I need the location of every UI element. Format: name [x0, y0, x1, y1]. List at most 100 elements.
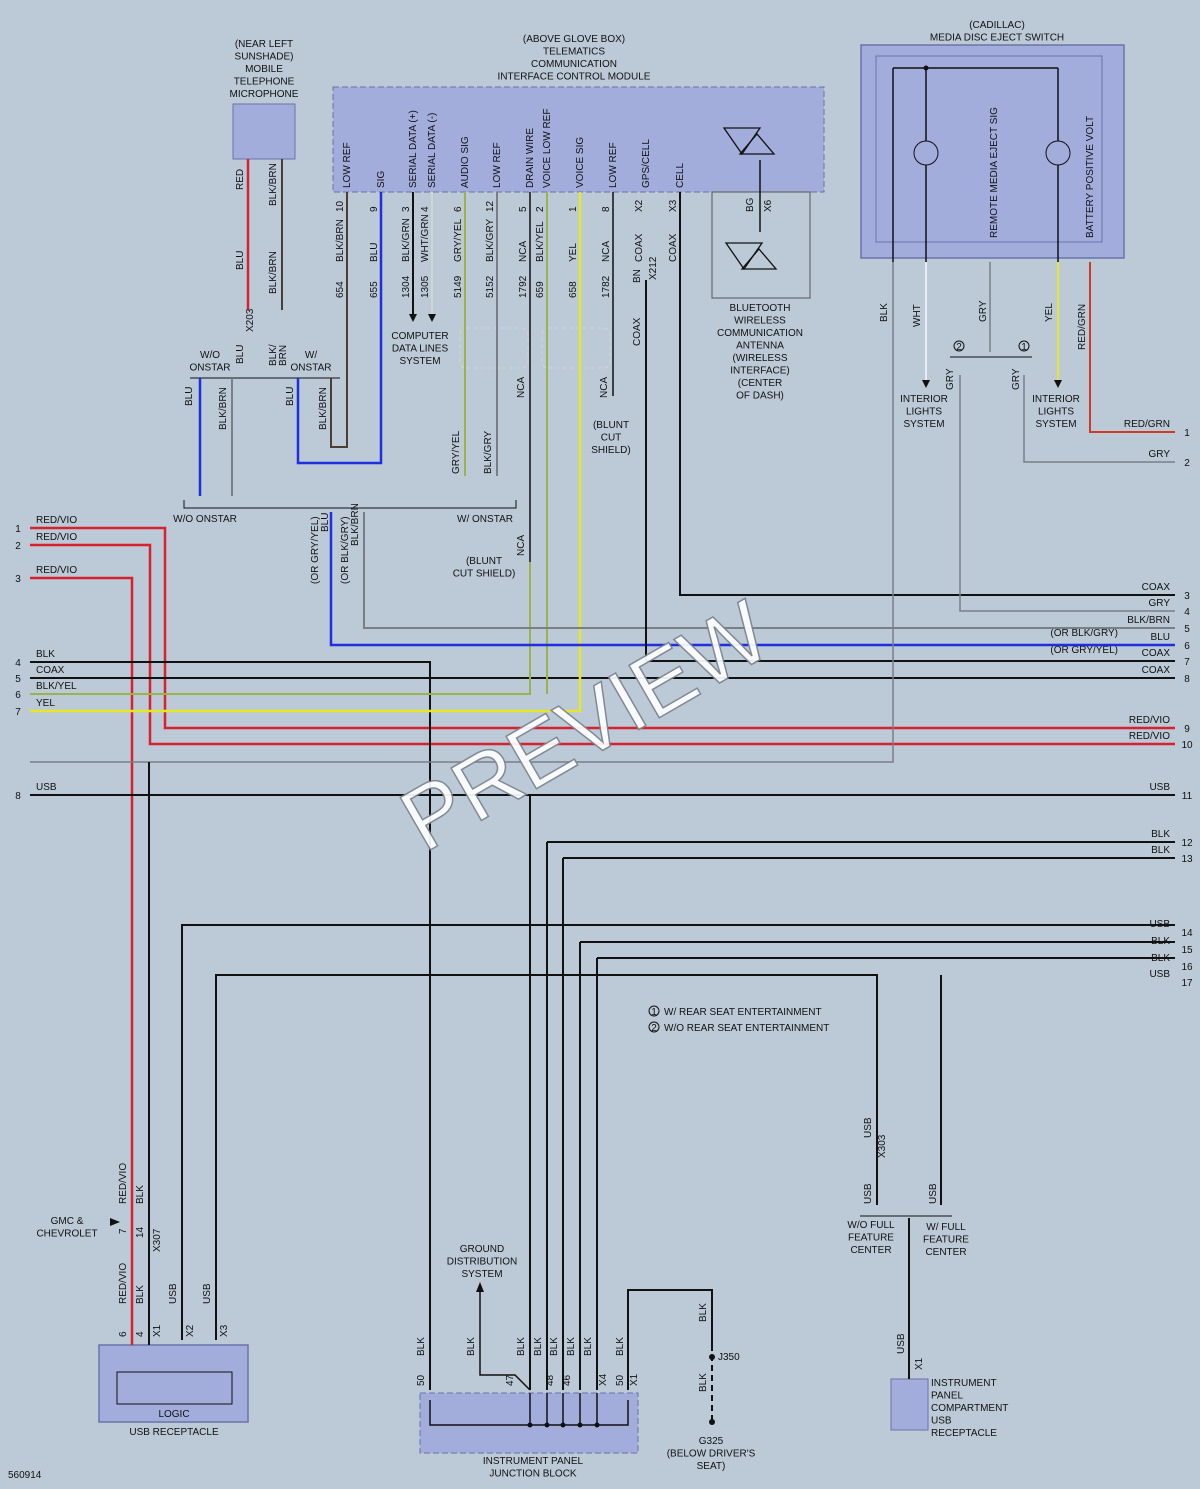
microphone-box [232, 103, 296, 160]
wire-color-label: RED/VIO [118, 1263, 129, 1304]
wire-color-label: RED/VIO [36, 532, 77, 543]
wire-number: 1 [1184, 428, 1190, 439]
wire-color-label: BLK [135, 1285, 146, 1304]
telematics-module [332, 86, 825, 193]
ground-distribution-label: DISTRIBUTION [447, 1257, 518, 1268]
wire-color-label: USB [1149, 969, 1170, 980]
wire-color-label: BLK [879, 303, 890, 322]
wire-color-label: COAX [1142, 582, 1171, 593]
circuit-number: 5149 [453, 275, 464, 298]
wire-color-label: BLU [235, 345, 246, 364]
splice-dot [923, 65, 929, 71]
wire-color-label: YEL [1044, 303, 1055, 322]
wire-number: 17 [1181, 978, 1193, 989]
ip-usb-box [890, 1378, 929, 1431]
wire-color-label: BLK [416, 1337, 427, 1356]
wire-color-label: BLK [135, 1185, 146, 1204]
bluetooth-label: WIRELESS [734, 316, 786, 327]
wire-color-label: BLK/BRN [268, 251, 279, 294]
wire-color-label: USB [928, 1183, 939, 1204]
pin-number: 46 [562, 1374, 573, 1386]
blunt-shield-label: (BLUNT [593, 420, 629, 431]
note-marker [648, 1021, 660, 1033]
wire-number: 8 [15, 791, 21, 802]
ip-usb-label: COMPARTMENT [931, 1403, 1008, 1414]
arrow-icon [428, 314, 436, 322]
wo-onstar-label: ONSTAR [190, 363, 231, 374]
module-pin-label: VOICE LOW REF [542, 109, 553, 188]
ground-icon [709, 1419, 715, 1425]
wire-color-label: WHT [912, 304, 923, 327]
pin-number: 4 [420, 206, 431, 212]
wire-color-label: BLK/BRN [318, 387, 329, 430]
ip-usb-label: INSTRUMENT [931, 1378, 997, 1389]
pin-number: 14 [135, 1226, 146, 1238]
wire-color-label: RED/GRN [1124, 419, 1170, 430]
wire-color-label: USB [863, 1117, 874, 1138]
wire-color-label: BLK [698, 1373, 709, 1392]
w-full-label: FEATURE [923, 1235, 969, 1246]
pin-number: 7 [118, 1228, 129, 1234]
wire-color-label: BLK [533, 1337, 544, 1356]
connector-label: X6 [763, 199, 774, 212]
connector-label: X212 [648, 256, 659, 280]
pin-number: 8 [601, 206, 612, 212]
wire-color-label: COAX [1142, 648, 1171, 659]
circuit-number: 658 [568, 281, 579, 298]
wire-color-label: RED/VIO [1129, 731, 1170, 742]
module-pin-label: GPS/CELL [641, 139, 652, 188]
wire-color-label: GRY/YEL [453, 218, 464, 262]
wire-color-label: YEL [36, 698, 55, 709]
arrow-icon [1054, 380, 1062, 388]
wire-yel [30, 192, 582, 713]
wire-color-label: BLK/ [268, 344, 279, 366]
note-text: W/ REAR SEAT ENTERTAINMENT [664, 1007, 822, 1018]
wire-color-label: BLK [549, 1337, 560, 1356]
wire-color-label: BLU [1151, 632, 1170, 643]
wire-number: 14 [1181, 928, 1193, 939]
blunt-shield-label: SHIELD) [591, 445, 630, 456]
module-pin-label: SERIAL DATA (-) [427, 113, 438, 188]
wire-color-label: BLK [36, 649, 55, 660]
wire-color-label: BLU [369, 243, 380, 262]
wire-color-label: YEL [568, 243, 579, 262]
circuit-number: 1304 [401, 275, 412, 298]
wire-color-label: USB [1149, 782, 1170, 793]
ip-usb-label: PANEL [931, 1391, 963, 1402]
wire-color-label: BLK [1151, 829, 1170, 840]
wire-color-label: COAX [1142, 665, 1171, 676]
pin-number: X2 [634, 199, 645, 212]
wire-color-label: USB [896, 1333, 907, 1354]
pin-number: 9 [369, 206, 380, 212]
data-lines-label: DATA LINES [392, 344, 449, 355]
wire-color-label: BLU [235, 251, 246, 270]
splice-dot [544, 1422, 550, 1428]
wire-number: 2 [1184, 458, 1190, 469]
wire-color-label: BLU [320, 513, 331, 532]
eject-switch-inner [875, 55, 1103, 243]
pin-number: 12 [485, 200, 496, 212]
wire-color-label: BLK/YEL [36, 681, 77, 692]
wire-number: 4 [1184, 607, 1190, 618]
pin-number: 6 [118, 1331, 129, 1337]
wire-color-label: BLK [466, 1337, 477, 1356]
wire-coax [645, 280, 1175, 662]
wire-color-label: WHT/GRN [420, 214, 431, 262]
wo-onstar-label: W/O ONSTAR [173, 514, 237, 525]
wire-usb [215, 974, 878, 1340]
bluetooth-label: (CENTER [738, 378, 782, 389]
ip-usb-label: USB [931, 1416, 952, 1427]
wire-color-label: (OR BLK/GRY) [1050, 628, 1118, 639]
wire-color-label: BLK/BRN [335, 219, 346, 262]
wire-blk [627, 1289, 713, 1390]
wire-color-label: BLU [285, 387, 296, 406]
wire-color-label: BLK/BRN [1127, 615, 1170, 626]
splice-dot [560, 1422, 566, 1428]
wire-color-label: BLK [1151, 845, 1170, 856]
pin-number: 50 [416, 1374, 427, 1386]
wire-red-vio [30, 576, 134, 1220]
wire-blu [296, 192, 383, 465]
ground-g325-label: SEAT) [697, 1461, 726, 1472]
wire-color-label: COAX [632, 317, 643, 346]
